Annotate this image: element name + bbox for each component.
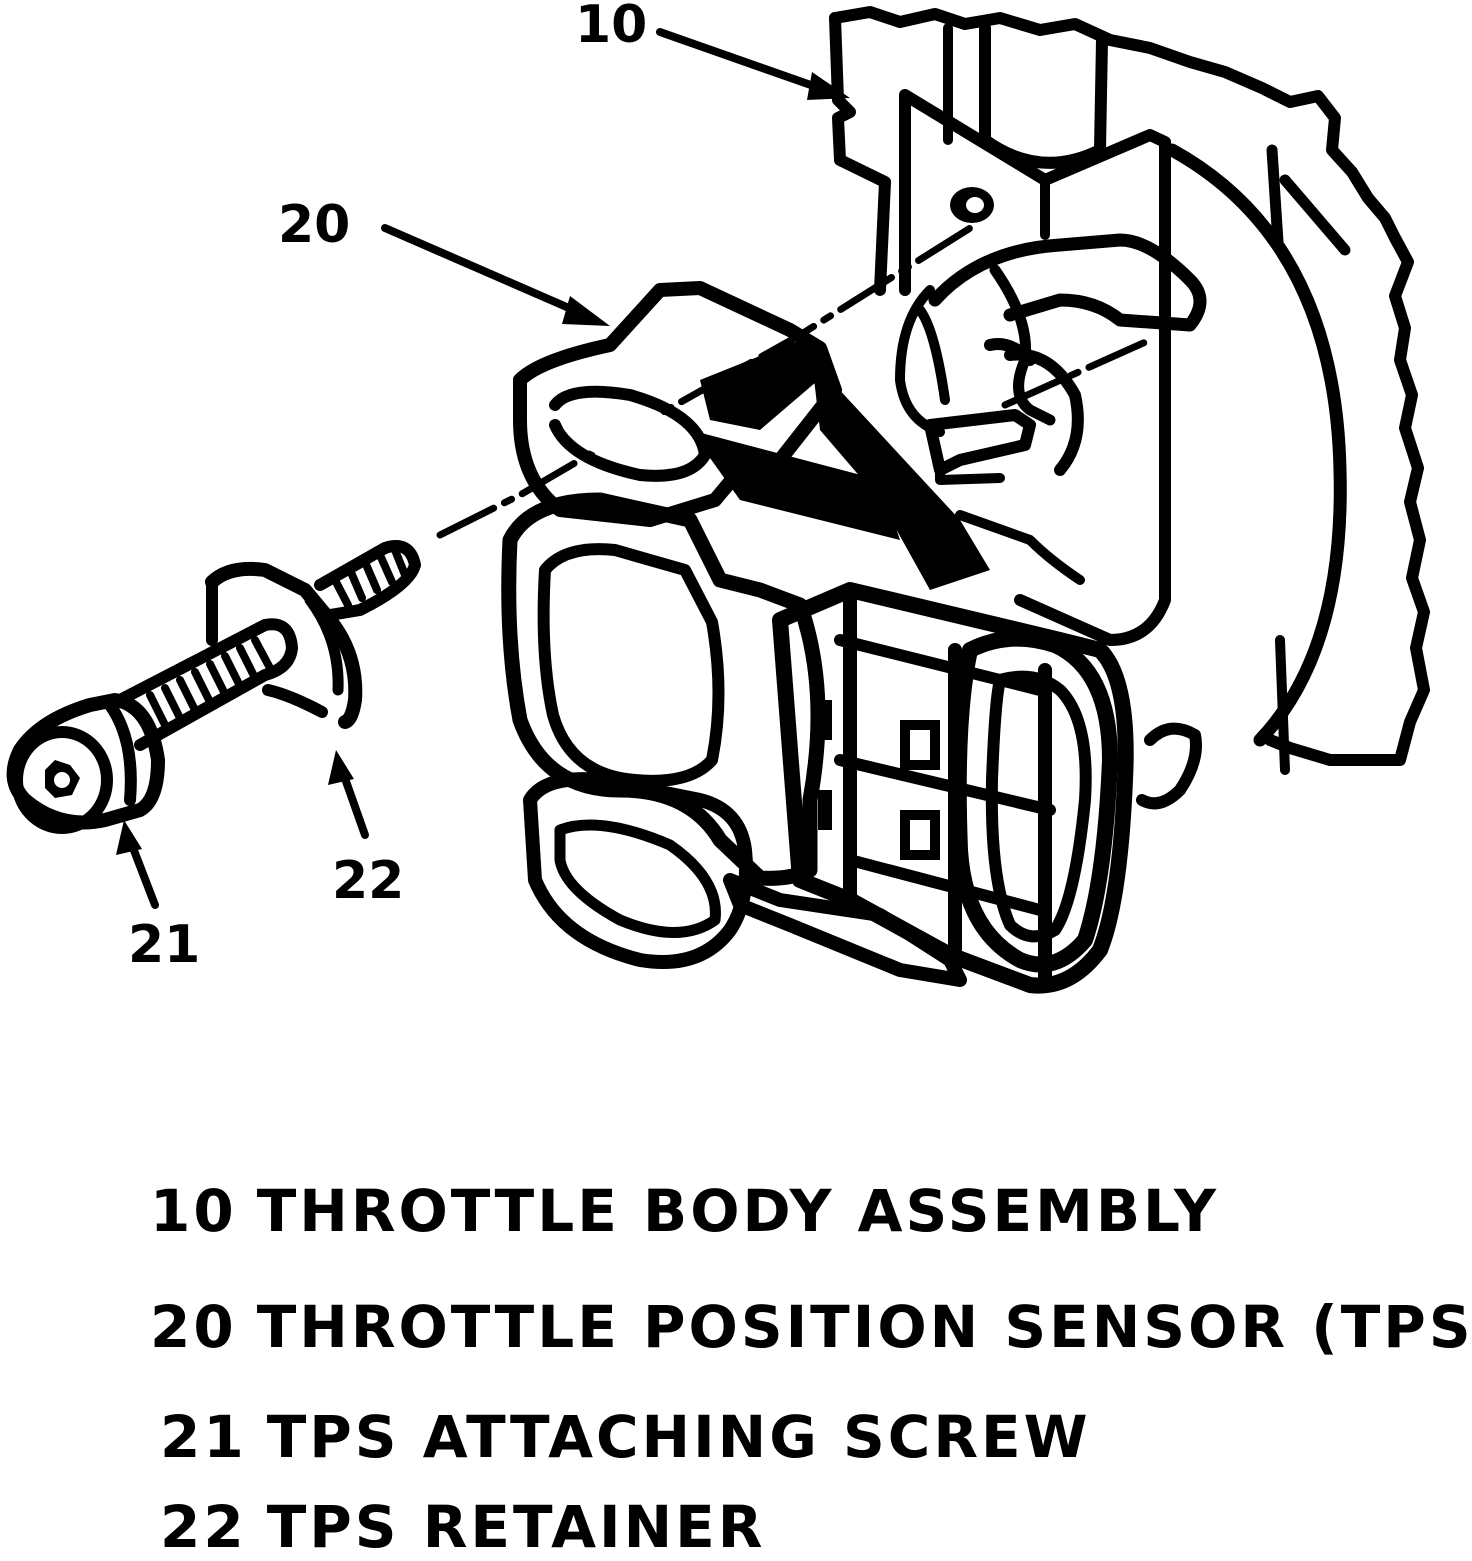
throttle-position-sensor xyxy=(501,281,1134,994)
legend-text: THROTTLE POSITION SENSOR (TPS) xyxy=(256,1293,1472,1361)
legend-text: TPS ATTACHING SCREW xyxy=(266,1403,1091,1471)
legend-number: 20 xyxy=(150,1293,237,1361)
callout-20: 20 xyxy=(278,195,350,255)
callout-21: 21 xyxy=(128,915,200,975)
callout-10: 10 xyxy=(575,0,647,55)
throttle-body-assembly xyxy=(829,6,1430,810)
tps-retainer xyxy=(205,540,421,729)
callout-leaders xyxy=(116,28,850,909)
tps-attaching-screw xyxy=(6,618,298,834)
legend-text: TPS RETAINER xyxy=(266,1493,766,1561)
legend-text: THROTTLE BODY ASSEMBLY xyxy=(256,1177,1219,1245)
legend-number: 22 xyxy=(160,1493,247,1561)
legend-number: 21 xyxy=(160,1403,247,1471)
callout-22: 22 xyxy=(332,851,404,911)
legend-number: 10 xyxy=(150,1177,237,1245)
